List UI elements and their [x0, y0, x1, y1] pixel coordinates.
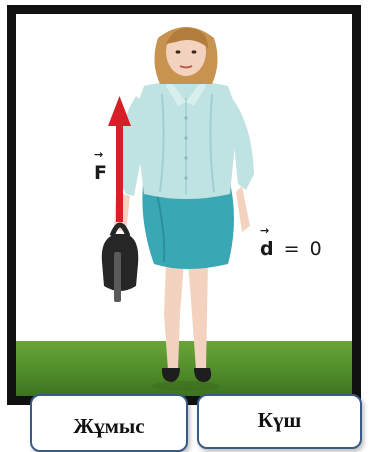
work-button[interactable]: Жұмыс [30, 394, 188, 452]
force-button-label: Күш [258, 408, 301, 433]
illustration-frame: F d = 0 [7, 5, 361, 405]
work-button-label: Жұмыс [73, 414, 144, 439]
force-vector-label: F [94, 162, 107, 184]
equation-value: = 0 [284, 238, 324, 260]
displacement-symbol: d [260, 238, 276, 260]
handbag-icon [16, 14, 352, 396]
force-button[interactable]: Күш [197, 394, 362, 449]
displacement-equation: d = 0 [260, 238, 324, 260]
